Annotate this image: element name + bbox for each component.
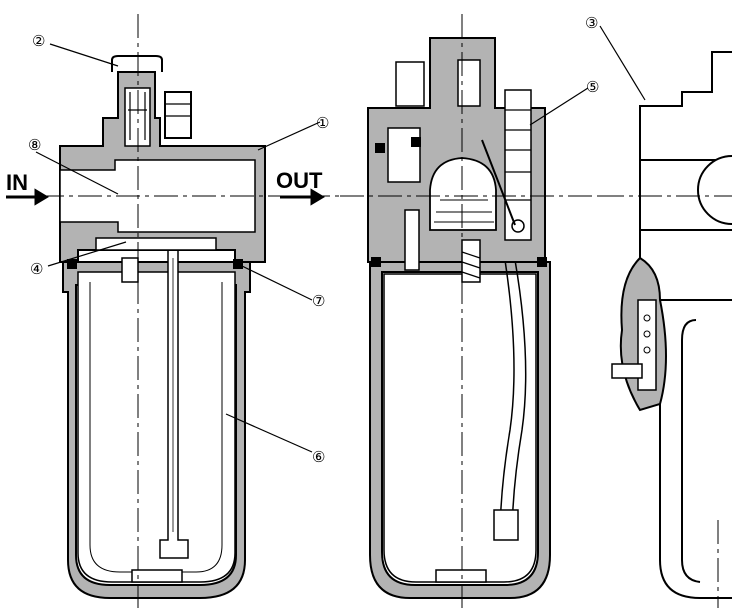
callout-8: ⑧ [28,137,41,154]
valve-column [504,89,532,241]
callout-4: ④ [30,261,43,278]
callout-5: ⑤ [586,79,599,96]
inlet-arrow [6,188,49,206]
callout-3: ③ [585,15,598,32]
callouts [35,25,646,453]
outlet-label: OUT [276,168,323,193]
callout-labels: ① ② ③ ④ ⑤ ⑥ ⑦ ⑧ [28,15,599,466]
siphon-tube-2 [499,259,527,541]
callout-7: ⑦ [312,293,325,310]
siphon-tube [159,249,189,559]
flow-labels: IN OUT [6,168,325,206]
callout-1: ① [316,115,329,132]
inlet-label: IN [6,170,28,195]
right-exterior-view [600,51,732,608]
callout-2: ② [32,33,45,50]
left-cutaway-view [40,14,340,608]
bowl-guard-shell-2 [369,261,551,599]
bowl-guard-shell [62,261,251,599]
drain-window [131,569,183,583]
bowl [77,271,236,583]
middle-cutaway-view [340,14,600,608]
o-ring-left [67,259,77,269]
outlet-arrow [280,188,325,206]
sight-dome [429,157,497,231]
o-ring-right [233,259,243,269]
drip-cap [111,55,163,72]
adjust-knob [164,91,192,139]
bowl-2 [383,273,537,583]
drip-cap-cavity [124,87,151,147]
body-casting-2 [367,37,546,263]
callout-6: ⑥ [312,449,325,466]
exterior-port [697,155,732,225]
